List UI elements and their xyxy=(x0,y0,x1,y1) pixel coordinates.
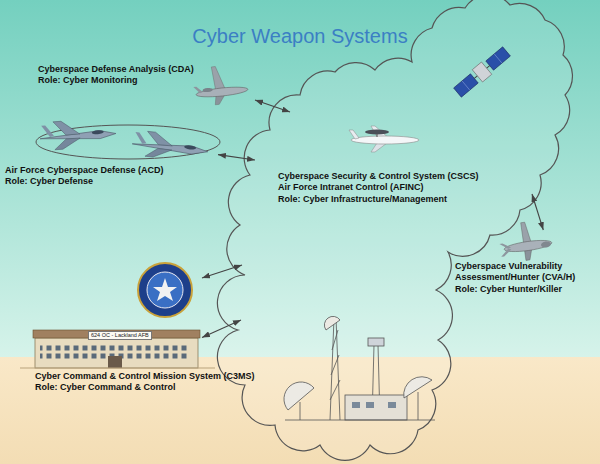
global-hawk-drone-part xyxy=(203,87,213,92)
predator-drone-part xyxy=(504,238,553,254)
ground-station xyxy=(284,316,435,420)
satellite xyxy=(452,45,511,98)
role-text: Role: Cyber Command & Control xyxy=(35,382,202,393)
satellite-part xyxy=(494,54,502,63)
ground-station-part xyxy=(332,330,338,350)
predator-drone-part xyxy=(500,248,512,256)
command-seal-part xyxy=(138,263,192,317)
ground-station-part xyxy=(330,380,340,400)
awacs-aircraft-part xyxy=(365,129,389,134)
headquarters-building-part xyxy=(20,368,215,369)
system-label: Cyber Command & Control Mission System (… xyxy=(30,262,202,397)
ground-station-part xyxy=(284,382,314,410)
role-text: Role: Cyber Monitoring xyxy=(38,75,255,86)
building-sign: 624 OC - Lackland AFB xyxy=(88,331,152,340)
system-name: Cyberspace Security & Control System (CS… xyxy=(278,171,523,182)
fighter-jet-part xyxy=(41,125,54,138)
system-name: Cyberspace Defense Analysis (CDA) xyxy=(38,64,255,75)
predator-drone-part xyxy=(541,241,552,248)
awacs-aircraft xyxy=(349,126,419,152)
global-hawk-drone xyxy=(191,63,249,106)
predator-drone xyxy=(497,219,554,264)
ground-station-part xyxy=(300,402,301,420)
link-arrow xyxy=(218,155,255,160)
command-seal-part xyxy=(153,278,177,301)
satellite-part xyxy=(462,81,470,90)
fighter-jet-part xyxy=(134,132,147,144)
global-hawk-drone-part xyxy=(193,86,203,94)
satellite-part xyxy=(486,47,511,70)
fighter-jet-part xyxy=(53,120,80,136)
role-text: Role: Cyber Hunter/Killer xyxy=(455,284,583,295)
fighter-jet-part xyxy=(54,138,81,150)
ground-station-part xyxy=(285,420,435,421)
predator-drone-part xyxy=(499,242,511,249)
command-seal-part xyxy=(147,272,183,308)
satellite-part xyxy=(472,62,491,82)
system-label: Cyberspace Defense Analysis (CDA)Role: C… xyxy=(38,62,255,107)
ground-station-part xyxy=(418,392,419,420)
awacs-aircraft-part xyxy=(351,136,419,144)
link-arrow xyxy=(202,265,242,278)
awacs-aircraft-part xyxy=(377,134,378,137)
ground-station-part xyxy=(352,402,360,408)
ground-station-part xyxy=(324,316,340,330)
command-seal xyxy=(138,263,192,317)
cloud-node: Cyberspace Security & Control System (CS… xyxy=(238,5,565,445)
fighter-jet-part xyxy=(145,147,172,159)
fighter-jet-part xyxy=(184,145,196,150)
link-arrow xyxy=(202,320,241,337)
link-arrow xyxy=(255,100,290,112)
ground-station-part xyxy=(388,402,396,408)
system-name: Air Force Cyberspace Defense (ACD) xyxy=(5,165,218,176)
system-name: Air Force Intranet Control (AFINC) xyxy=(278,182,523,193)
ground-station-part xyxy=(331,355,339,375)
ground-station-part xyxy=(368,338,384,346)
fighter-jet-part xyxy=(146,131,173,146)
role-text: Role: Cyber Infrastructure/Management xyxy=(278,194,523,205)
diagram-title: Cyber Weapon Systems xyxy=(0,25,600,48)
system-label: Air Force Cyberspace Defense (ACD)Role: … xyxy=(5,118,218,191)
fighter-jet xyxy=(39,118,117,151)
fighter-jet xyxy=(131,130,209,163)
headquarters-building-part xyxy=(108,356,122,368)
headquarters-building-part xyxy=(35,338,198,368)
role-text: Role: Cyber Defense xyxy=(5,176,218,187)
cloud-outline xyxy=(217,0,572,460)
link-arrow xyxy=(532,194,543,230)
ground-station-part xyxy=(345,395,407,420)
headquarters-building xyxy=(20,330,215,368)
awacs-aircraft-part xyxy=(349,130,359,139)
global-hawk-drone-part xyxy=(196,85,249,98)
ground-station-part xyxy=(366,402,374,408)
fighter-jet-part xyxy=(92,130,104,135)
system-name: Cyber Command & Control Mission System (… xyxy=(35,371,202,382)
system-label: Cyberspace Vulnerability Assessment/Hunt… xyxy=(452,230,592,310)
satellite-part xyxy=(454,74,479,97)
system-name: Cyberspace Vulnerability Assessment/Hunt… xyxy=(455,261,583,284)
